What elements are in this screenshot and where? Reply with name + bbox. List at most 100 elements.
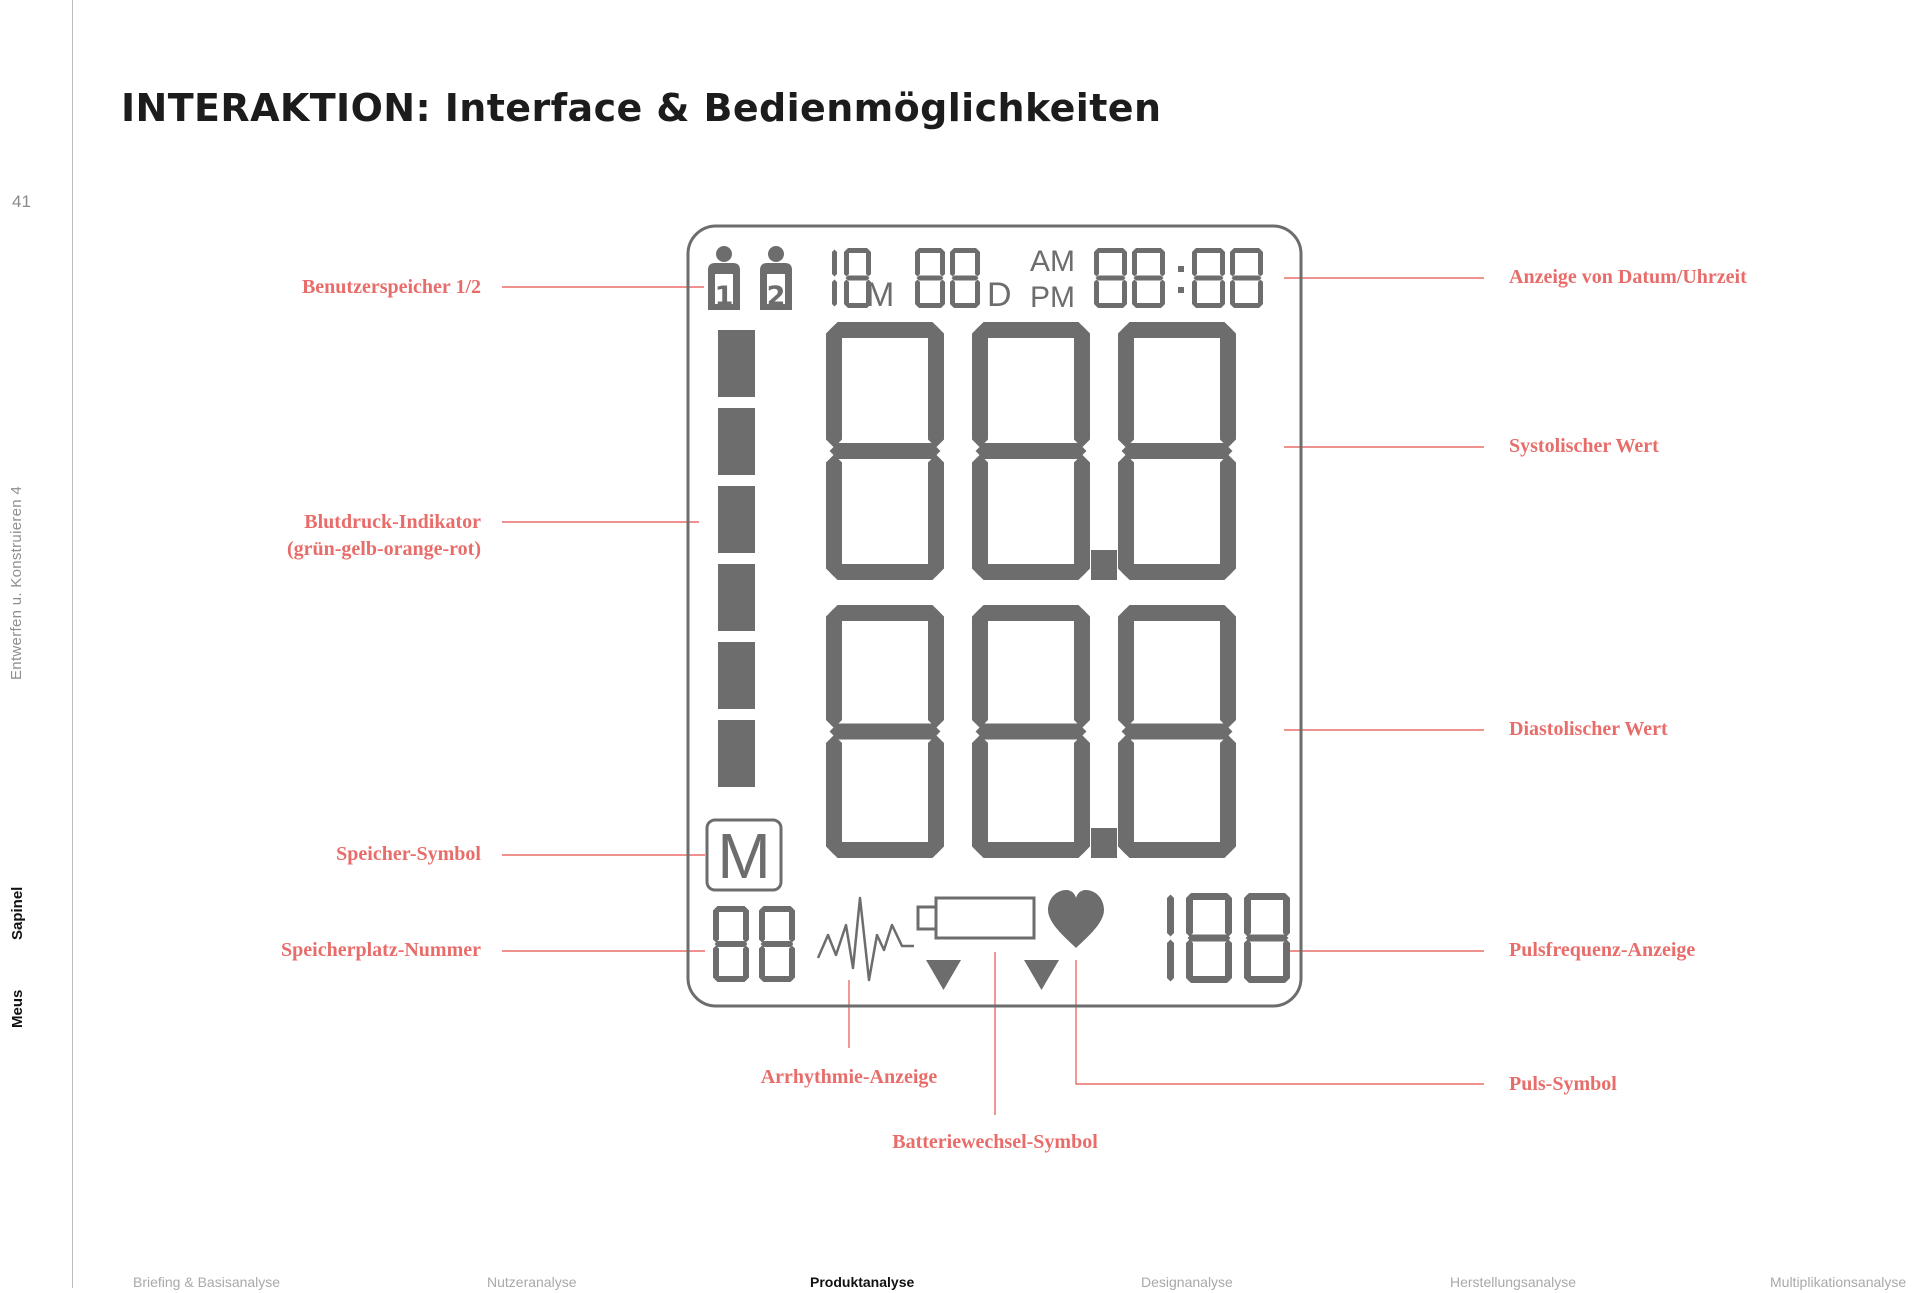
segment-b (1283, 894, 1290, 937)
segment-b (789, 907, 795, 943)
segment-b (1160, 249, 1165, 277)
segment-g (1187, 934, 1231, 942)
systolic-label: Systolischer Wert (1509, 435, 1659, 457)
bp-indicator-bar (718, 720, 755, 787)
segment-e (1244, 939, 1251, 982)
segment-b (940, 249, 945, 277)
segment-a (714, 906, 748, 912)
left-rule (72, 0, 73, 1288)
battery-icon (916, 896, 1036, 940)
segment-e (950, 279, 955, 307)
segment-c (928, 735, 944, 855)
segment-e (1192, 279, 1197, 307)
segment-f (1118, 325, 1134, 448)
lcd-digit (1132, 248, 1165, 308)
segment-f (1230, 249, 1235, 277)
battery-label: Batteriewechsel-Symbol (892, 1131, 1098, 1153)
segment-c (1283, 939, 1290, 982)
segment-g (760, 941, 794, 947)
colon-dot (1178, 266, 1184, 272)
page-title: INTERAKTION: Interface & Bedienmöglichke… (121, 86, 1162, 130)
segment-e (972, 454, 988, 577)
segment-c (1225, 939, 1232, 982)
diastolic-label: Diastolischer Wert (1509, 718, 1668, 740)
segment-d (829, 842, 941, 858)
segment-b (1258, 249, 1263, 277)
segment-g (951, 275, 979, 281)
segment-a (1121, 605, 1233, 621)
segment-e (1094, 279, 1099, 307)
segment-f (1132, 249, 1137, 277)
segment-e (826, 454, 842, 577)
segment-g (1231, 275, 1262, 281)
segment-f (972, 608, 988, 728)
segment-c (1220, 279, 1225, 307)
lcd-digit (759, 906, 795, 982)
arrhythmia-icon (816, 896, 914, 982)
leader-lines (502, 277, 1484, 1115)
segment-g (1121, 443, 1233, 459)
segment-g (845, 275, 870, 281)
lcd-digit (1094, 248, 1127, 308)
segment-e (844, 279, 849, 307)
lcd-digit (713, 906, 749, 982)
segment-d (829, 564, 941, 580)
segment-a (975, 322, 1087, 338)
segment-e (1230, 279, 1235, 307)
lcd-digit (915, 248, 945, 308)
memory-icon: M (705, 818, 783, 892)
segment-a (829, 322, 941, 338)
nav-item-herstellungsanalyse[interactable]: Herstellungsanalyse (1450, 1274, 1577, 1290)
segment-f (915, 249, 920, 277)
segment-e (1186, 939, 1193, 982)
nav-item-multiplikationsanalyse[interactable]: Multiplikationsanalyse (1770, 1274, 1907, 1290)
segment-c (1220, 735, 1236, 855)
segment-c (940, 279, 945, 307)
segment-d (1231, 303, 1262, 308)
bp-indicator-label: Blutdruck-Indikator(grün-gelb-orange-rot… (286, 511, 481, 560)
segment-f (1244, 894, 1251, 937)
segment-a (1231, 248, 1262, 253)
nav-item-nutzeranalyse[interactable]: Nutzeranalyse (487, 1274, 577, 1290)
segment-c (1074, 454, 1090, 577)
down-arrow-icon (1024, 960, 1059, 990)
bp-indicator-bar (718, 642, 755, 709)
am-label: AM (1030, 245, 1075, 278)
user-1-label: 1 (715, 281, 734, 312)
nav-item-designanalyse[interactable]: Designanalyse (1141, 1274, 1233, 1290)
lcd-digit (832, 249, 837, 307)
nav-item-briefing[interactable]: Briefing & Basisanalyse (133, 1274, 281, 1290)
nav-item-produktanalyse[interactable]: Produktanalyse (810, 1274, 915, 1290)
bp-indicator-bar (718, 486, 755, 553)
segment-g (1121, 723, 1233, 740)
segment-b (928, 608, 944, 728)
day-unit-label: D (987, 276, 1012, 314)
lcd-digit (826, 322, 944, 580)
memory-letter: M (717, 820, 770, 892)
lcd-digit (1186, 893, 1232, 983)
segment-a (951, 248, 979, 253)
segment-d (1245, 976, 1289, 983)
bp-indicator-bar (718, 408, 755, 475)
segment-e (972, 735, 988, 855)
segment-c (975, 279, 980, 307)
segment-a (829, 605, 941, 621)
segment-g (975, 723, 1087, 740)
segment-c (832, 279, 837, 307)
lcd-digit (844, 248, 871, 308)
segment-f (1186, 894, 1193, 937)
pulse-digits (1167, 893, 1290, 983)
arrhythmia-label: Arrhythmie-Anzeige (760, 1066, 938, 1088)
segment-g (1095, 275, 1126, 281)
diastolic-digits (826, 605, 1236, 858)
segment-d (975, 842, 1087, 858)
segment-d (1193, 303, 1224, 308)
segment-c (1258, 279, 1263, 307)
segment-f (844, 249, 849, 277)
segment-b (1167, 894, 1174, 937)
lcd-digit (1244, 893, 1290, 983)
segment-c (866, 279, 871, 307)
lcd-digit (972, 322, 1090, 580)
segment-g (1133, 275, 1164, 281)
user-2-label: 2 (767, 281, 786, 312)
